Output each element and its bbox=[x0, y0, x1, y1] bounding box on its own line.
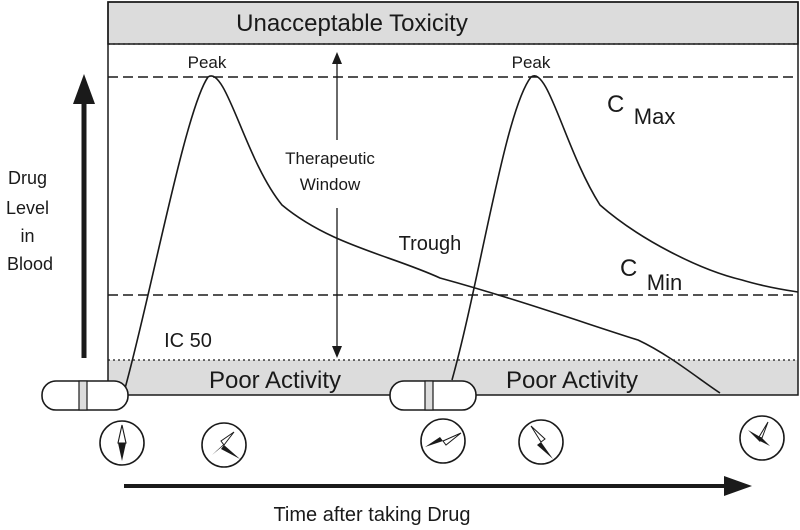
peak-label-2: Peak bbox=[512, 53, 551, 72]
poor-activity-label-2: Poor Activity bbox=[506, 367, 638, 394]
clock-2-icon bbox=[201, 422, 247, 468]
therapeutic-window-label-1: Therapeutic bbox=[285, 149, 375, 168]
toxicity-band bbox=[107, 1, 799, 45]
therapeutic-arrow-up-head bbox=[332, 52, 342, 64]
dose-1-curve bbox=[123, 75, 721, 394]
cmin-label: C Min bbox=[620, 255, 682, 295]
clock-4-icon bbox=[518, 419, 564, 465]
x-axis-label: Time after taking Drug bbox=[273, 504, 470, 526]
poor-activity-label-1: Poor Activity bbox=[209, 367, 341, 394]
y-axis-arrow-head bbox=[73, 74, 95, 104]
capsule-1-icon bbox=[41, 380, 129, 411]
clock-3-icon bbox=[420, 418, 466, 464]
clock-1-icon bbox=[99, 420, 145, 466]
therapeutic-window-label-2: Window bbox=[300, 175, 361, 194]
toxicity-label: Unacceptable Toxicity bbox=[236, 10, 468, 37]
ic50-label: IC 50 bbox=[164, 330, 212, 352]
therapeutic-arrow-down-head bbox=[332, 346, 342, 358]
clock-5-icon bbox=[739, 415, 785, 461]
dose-2-curve bbox=[451, 75, 799, 381]
capsule-2-icon bbox=[389, 380, 477, 411]
x-axis-arrow-head bbox=[724, 476, 752, 496]
y-axis-label: Drug Level in Blood bbox=[6, 168, 54, 274]
cmax-label: C Max bbox=[607, 91, 675, 129]
trough-label: Trough bbox=[399, 233, 462, 255]
peak-label-1: Peak bbox=[188, 53, 227, 72]
